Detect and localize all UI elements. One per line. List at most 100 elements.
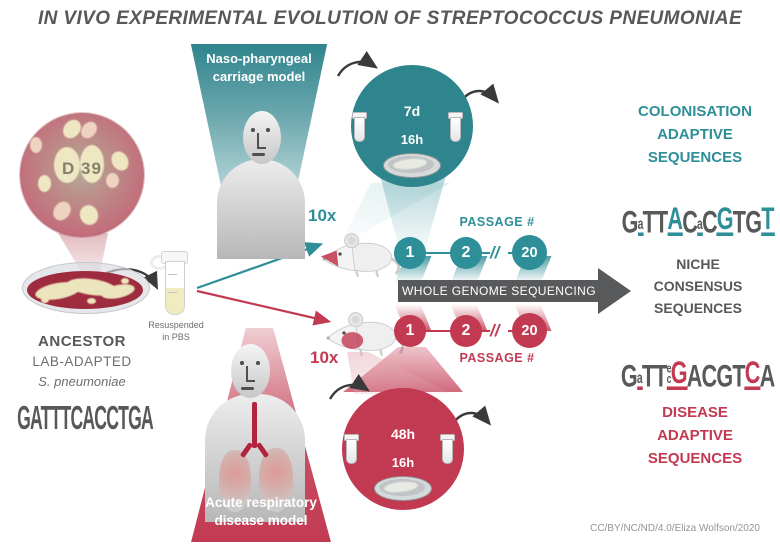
disease-passage-20: 20 xyxy=(512,313,547,348)
colony-spot xyxy=(80,145,104,183)
logo-letter: G xyxy=(745,203,762,240)
wgs-arrow xyxy=(398,268,631,314)
logo-letter: a xyxy=(636,371,643,390)
colonisation-line3: SEQUENCES xyxy=(647,149,743,166)
tube-caption: Resuspended in PBS xyxy=(138,319,214,343)
logo-letter: c xyxy=(666,372,672,387)
carriage-label-line2: carriage model xyxy=(212,69,306,84)
carriage-cycle-petri xyxy=(383,153,441,178)
colony-streak xyxy=(87,298,96,304)
colony-spot xyxy=(54,147,80,183)
human-nose xyxy=(246,366,255,382)
passage-break-gap xyxy=(490,325,508,337)
tube-graduation xyxy=(168,292,177,293)
logo-letter: T xyxy=(761,200,775,236)
colony-spot xyxy=(77,118,101,142)
tube-caption-line2: in PBS xyxy=(162,332,190,342)
colony-spot xyxy=(106,173,119,188)
niche-line3: SEQUENCES xyxy=(654,300,742,316)
logo-letter: C xyxy=(701,357,718,394)
colony-spot xyxy=(49,198,75,224)
logo-letter: G xyxy=(621,203,639,240)
carriage-host-time: 7d xyxy=(403,103,421,119)
logo-letter: T xyxy=(654,203,669,240)
human-mouth xyxy=(241,387,254,390)
logo-letter: C xyxy=(701,203,718,240)
lung-left xyxy=(219,450,251,512)
mini-tube-body xyxy=(442,439,453,464)
logo-letter: A xyxy=(686,357,703,394)
human-eye xyxy=(251,128,255,132)
niche-heading: NICHE CONSENSUS SEQUENCES xyxy=(613,253,780,319)
disease-replicates: 10x xyxy=(310,348,339,367)
mouse-disease-icon xyxy=(322,308,406,358)
logo-letter: G xyxy=(716,357,734,394)
lung-right xyxy=(259,448,293,512)
strain-label: D 39 xyxy=(62,158,102,178)
disease-cycle-petri xyxy=(374,476,432,501)
tube-caption-line1: Resuspended xyxy=(148,320,204,330)
logo-letter: G xyxy=(716,200,734,236)
carriage-passage-2: 2 xyxy=(450,237,482,269)
logo-letter: C xyxy=(682,203,698,240)
disease-passage-break: // xyxy=(490,321,500,340)
carriage-passage-label: PASSAGE # xyxy=(459,215,535,229)
logo-letter: e xyxy=(666,361,672,376)
carriage-passage-1: 1 xyxy=(394,237,426,269)
mini-tube-body xyxy=(354,117,365,142)
human-eye xyxy=(240,361,244,365)
disease-label-line2: disease model xyxy=(214,513,308,528)
logo-letter: C xyxy=(744,354,761,390)
tube-body xyxy=(165,261,185,315)
logo-letter: T xyxy=(642,203,656,240)
eppendorf-tube xyxy=(150,251,192,317)
ancestor-species: S. pneumoniae xyxy=(38,374,126,389)
human-eye xyxy=(256,361,260,365)
disease-line1: DISEASE xyxy=(662,404,728,421)
disease-passage-1: 1 xyxy=(394,315,426,347)
colony-streak xyxy=(121,278,129,284)
colonisation-heading: COLONISATION ADAPTIVE SEQUENCES xyxy=(610,100,780,169)
colony-streak xyxy=(41,297,49,303)
disease-host-time: 48h xyxy=(390,426,416,442)
logo-letter: a xyxy=(637,217,644,236)
logo-letter: T xyxy=(654,357,668,394)
human-nose xyxy=(257,133,266,149)
petri-agar xyxy=(27,271,143,309)
colonisation-line1: COLONISATION xyxy=(638,103,752,120)
carriage-model-label: Naso-pharyngeal carriage model xyxy=(190,50,328,86)
disease-plate-time: 16h xyxy=(391,455,415,470)
carriage-cycle-in-arrow xyxy=(336,51,378,77)
carriage-passage-break: // xyxy=(490,243,500,262)
plate-zoom-circle: D 39 xyxy=(20,113,144,237)
logo-letter: T xyxy=(732,357,746,394)
logo-letter: T xyxy=(732,203,746,240)
carriage-tube-left xyxy=(352,112,367,144)
license-credit: CC/BY/NC/ND/4.0/Eliza Wolfson/2020 xyxy=(590,523,760,534)
disease-line2: ADAPTIVE xyxy=(657,427,733,444)
carriage-plate-time: 16h xyxy=(400,132,424,147)
disease-line3: SEQUENCES xyxy=(647,450,743,467)
carriage-tube-right xyxy=(448,112,463,144)
human-mouth xyxy=(252,153,265,156)
logo-letter: T xyxy=(641,357,656,394)
human-torso-top xyxy=(217,159,305,259)
logo-letter: G xyxy=(670,354,688,390)
disease-tube-left xyxy=(344,434,359,466)
disease-label-line1: Acute respiratory xyxy=(205,495,317,510)
mini-tube-body xyxy=(450,117,461,142)
ancestor-name: ANCESTOR xyxy=(38,333,126,350)
figure-title: IN VIVO EXPERIMENTAL EVOLUTION OF STREPT… xyxy=(37,8,743,29)
disease-model-label: Acute respiratory disease model xyxy=(186,494,336,530)
colony-spot xyxy=(77,202,101,228)
ancestor-subtitle: LAB-ADAPTED xyxy=(32,354,132,369)
trachea xyxy=(252,402,257,448)
carriage-passage-20: 20 xyxy=(512,235,547,270)
ancestor-petri-dish xyxy=(22,262,150,314)
mouse-carriage-icon xyxy=(320,229,402,279)
disease-heading: DISEASE ADAPTIVE SEQUENCES xyxy=(610,401,780,470)
logo-letter: A xyxy=(759,357,776,394)
